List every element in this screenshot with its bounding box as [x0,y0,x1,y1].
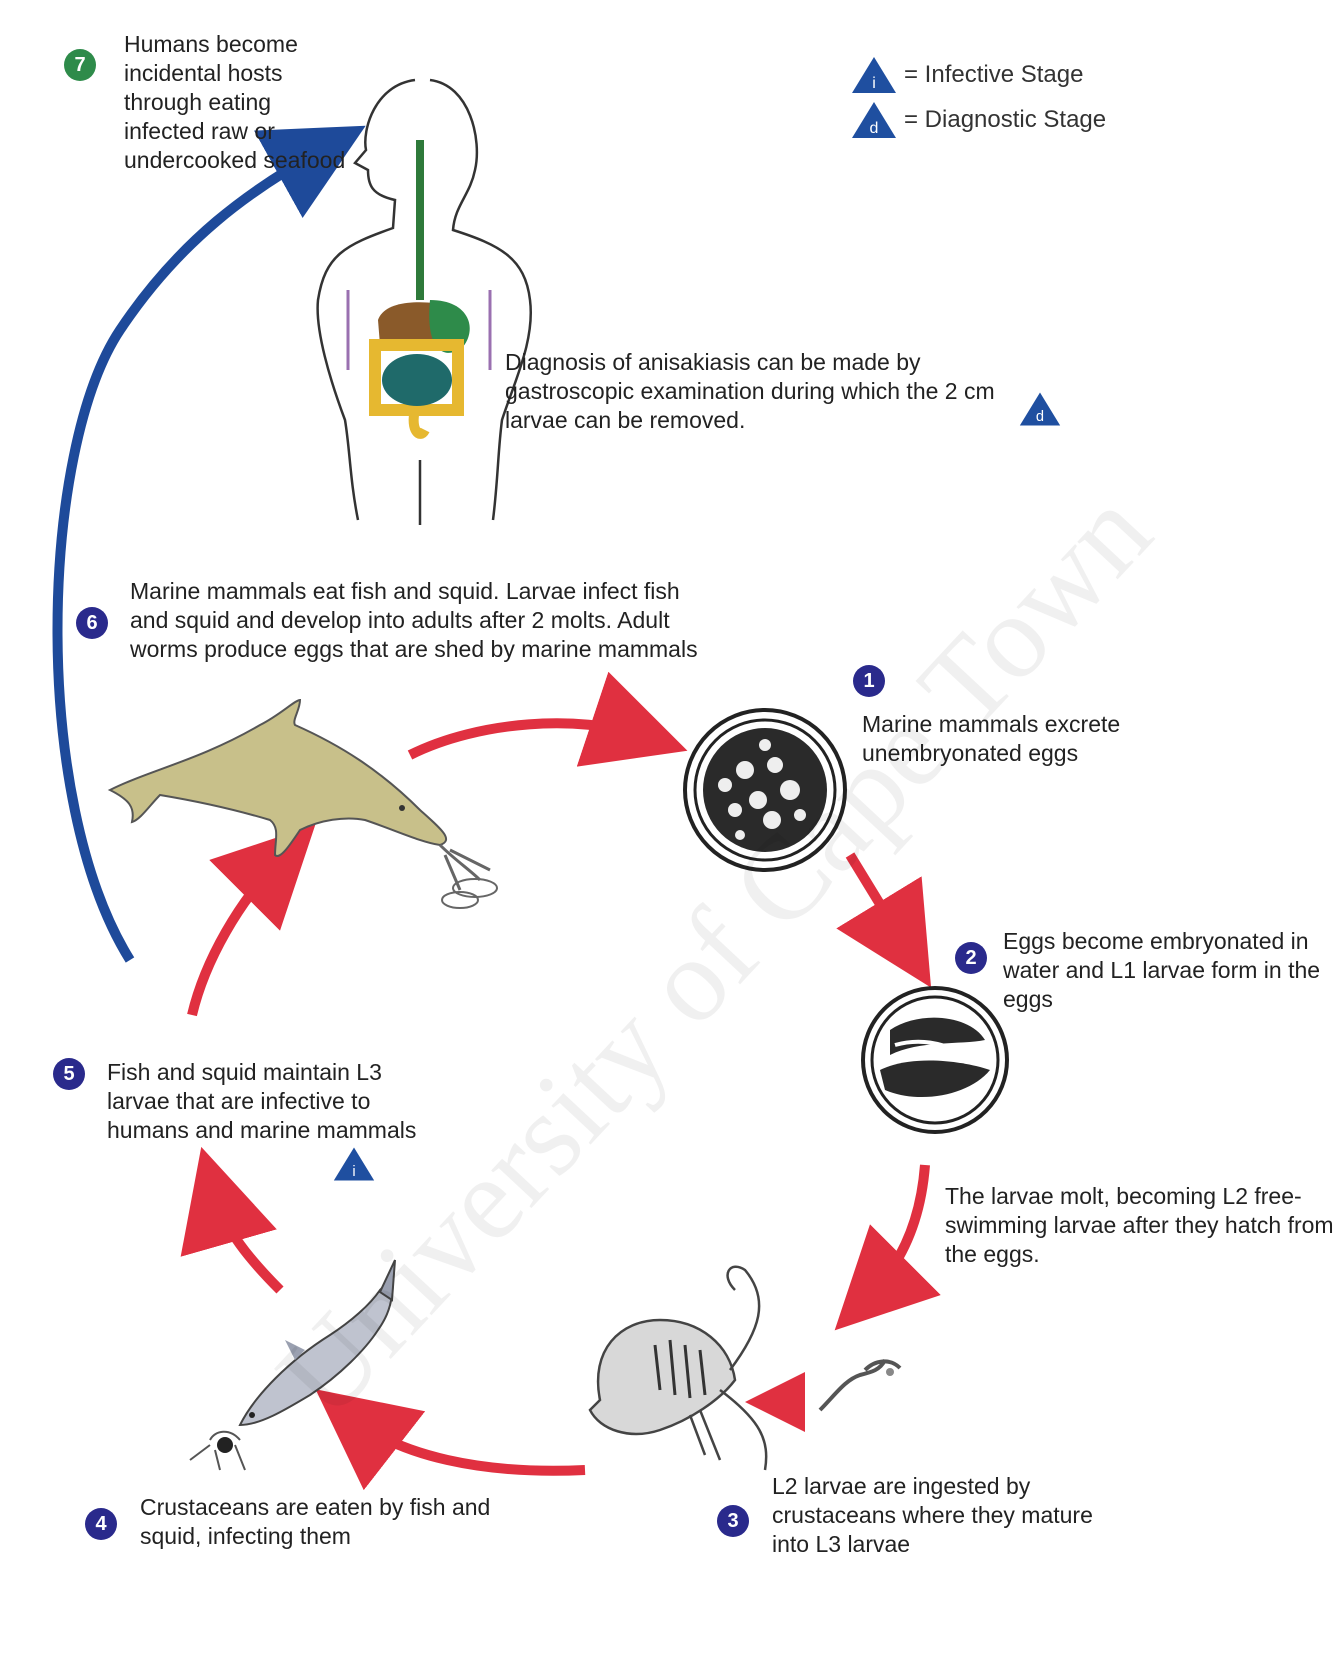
digestive-tract [346,140,492,439]
crustacean-illustration [588,1265,768,1471]
arrow-egg-to-embryonated [836,852,932,988]
svg-text:i: i [352,1164,355,1180]
arrow-embryonated-to-larva [834,1164,941,1331]
arrow-crustacean-to-fish [315,1389,586,1491]
step-6-badge: 6 [76,607,108,639]
arrow-fish-to-step5 [180,1146,284,1294]
fish-squid-illustration [189,1259,396,1471]
diagnostic-stage-triangle-icon: d [1019,392,1061,426]
step-5-badge: 5 [53,1058,85,1090]
step-2-text: Eggs become embryonated in water and L1 … [1003,928,1321,1012]
dolphin-illustration [107,698,498,909]
infective-stage-triangle-icon: i [333,1147,375,1181]
arrow-to-humans [52,125,366,963]
diagnostic-triangle-icon: d [852,102,896,138]
arrow-step5-to-mammal [187,824,316,1017]
arrow-mammal-to-egg [407,671,688,767]
step-4-badge: 4 [85,1508,117,1540]
legend-infective: i = Infective Stage [850,55,1083,95]
step-4-text: Crustaceans are eaten by fish and squid,… [140,1494,491,1549]
step-2-badge: 2 [955,942,987,974]
embryonated-egg [861,986,1009,1134]
step-7-badge: 7 [64,49,96,81]
molt-note: The larvae molt, becoming L2 free-swimmi… [945,1183,1334,1267]
step-1-badge: 1 [853,665,885,697]
step-6-text: Marine mammals eat fish and squid. Larva… [130,578,698,662]
legend-diagnostic: d = Diagnostic Stage [850,100,1106,140]
step-1-text: Marine mammals excrete unembryonated egg… [862,711,1121,766]
l2-larva [818,1359,902,1412]
legend-infective-label: = Infective Stage [904,61,1084,88]
step-3-badge: 3 [717,1505,749,1537]
svg-text:i: i [872,75,876,92]
diagnosis-note: Diagnosis of anisakiasis can be made by … [505,349,995,433]
legend-diagnostic-label: = Diagnostic Stage [904,106,1107,133]
svg-text:d: d [870,120,879,137]
step-3-text: L2 larvae are ingested by crustaceans wh… [772,1473,1093,1557]
svg-text:d: d [1036,409,1044,425]
unembryonated-egg [683,708,847,872]
step-5-text: Fish and squid maintain L3 larvae that a… [107,1059,417,1143]
step-7-text: Humans become incidental hosts through e… [124,31,346,173]
infective-triangle-icon: i [852,57,896,93]
